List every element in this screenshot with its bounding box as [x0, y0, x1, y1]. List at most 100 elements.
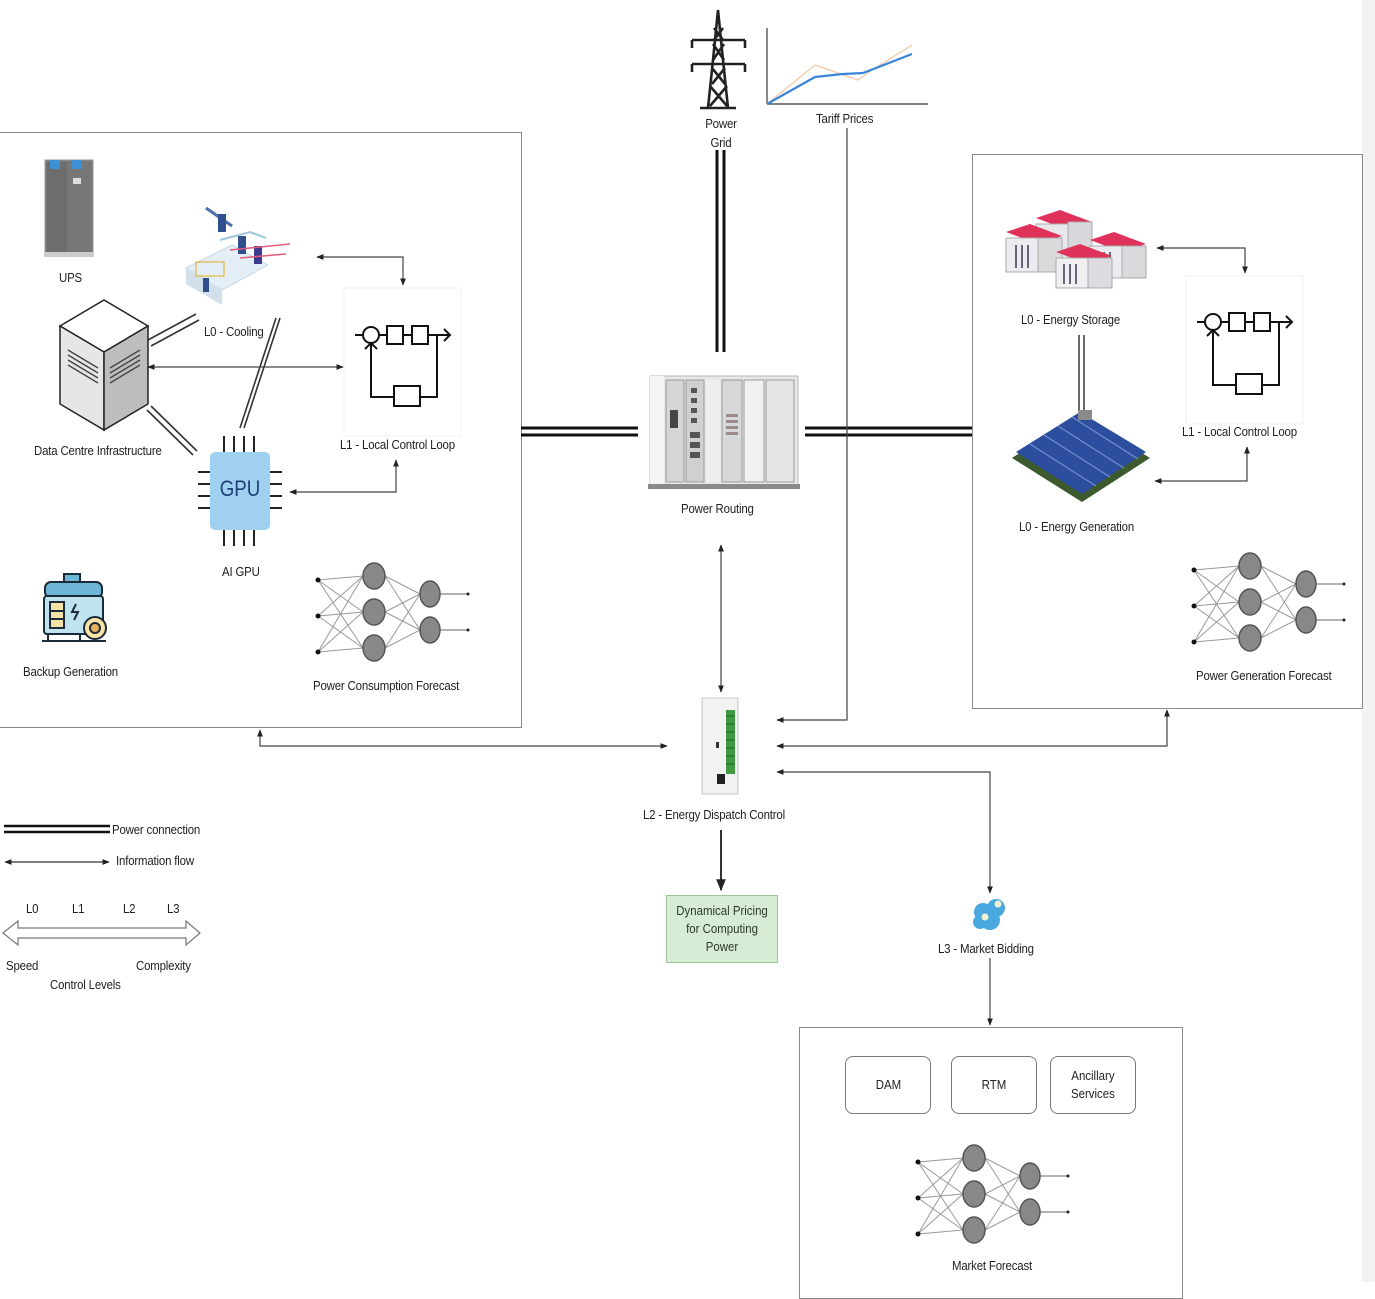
legend-control-levels-arrow — [2, 919, 201, 947]
hidden-node — [962, 1216, 986, 1244]
market-forecast-label: Market Forecast — [952, 1258, 1033, 1273]
local-control-loop-label-right: L1 - Local Control Loop — [1182, 424, 1297, 439]
energy-storage-label: L0 - Energy Storage — [1021, 312, 1121, 327]
input-node — [915, 1231, 921, 1237]
power-connection-grid-routing — [715, 150, 726, 352]
legend-power-connection-sample — [4, 824, 110, 834]
output-node — [1295, 606, 1317, 634]
input-node — [915, 1195, 921, 1201]
market-bidding-cloud-icon — [973, 899, 1005, 930]
generation-panel — [972, 154, 1363, 709]
gpu-chip-text: GPU — [219, 476, 261, 501]
legend-level-l1: L1 — [72, 901, 85, 916]
pricing-line1: Dynamical Pricing — [676, 903, 768, 918]
input-node — [315, 613, 321, 619]
infrastructure-label: Data Centre Infrastructure — [34, 443, 162, 458]
hidden-node — [362, 634, 386, 662]
hidden-node — [1238, 552, 1262, 580]
energy-storage-icon — [1005, 210, 1147, 289]
market-bidding-label: L3 - Market Bidding — [938, 941, 1034, 956]
legend-information-flow-label: Information flow — [116, 853, 194, 868]
power-connection-infra-cooling — [147, 313, 200, 347]
info-flow-generation-dispatch — [776, 709, 1170, 749]
info-flow-gpu-loop — [289, 459, 399, 495]
tariff-prices-label: Tariff Prices — [816, 111, 874, 126]
power-connection-routing-generation — [805, 426, 972, 437]
power-routing-switchgear-icon — [648, 375, 800, 489]
rtm-label: RTM — [981, 1077, 1007, 1092]
hidden-node — [962, 1180, 986, 1208]
solar-field-icon — [1012, 410, 1150, 502]
local-control-loop-diagram-right — [1185, 275, 1304, 425]
ai-gpu-label: AI GPU — [222, 564, 260, 579]
backup-generation-label: Backup Generation — [23, 664, 118, 679]
hidden-node — [362, 598, 386, 626]
legend-complexity-label: Complexity — [136, 958, 191, 973]
legend-level-l2: L2 — [123, 901, 136, 916]
output-node — [1019, 1198, 1041, 1226]
energy-dispatch-controller-icon — [701, 697, 739, 795]
info-flow-cooling-loop — [316, 254, 406, 286]
ups-label: UPS — [59, 270, 83, 285]
legend-speed-label: Speed — [6, 958, 39, 973]
legend-power-connection-label: Power connection — [112, 822, 201, 837]
power-connection-datacentre-routing — [521, 426, 638, 437]
legend-level-l3: L3 — [167, 901, 180, 916]
dynamical-pricing-box[interactable]: Dynamical Pricing for Computing Power — [666, 895, 778, 963]
ups-icon — [44, 159, 94, 257]
rtm-box[interactable]: RTM — [951, 1056, 1037, 1114]
data-centre-server-icon — [58, 299, 150, 432]
output-node — [1019, 1162, 1041, 1190]
energy-dispatch-control-label: L2 - Energy Dispatch Control — [643, 807, 785, 822]
data-centre-panel — [0, 132, 522, 728]
output-node — [1295, 570, 1317, 598]
input-node — [1191, 567, 1197, 573]
cooling-label: L0 - Cooling — [204, 324, 264, 339]
gpu-chip-icon — [198, 436, 282, 546]
backup-generator-icon — [42, 573, 107, 642]
ancillary-line1: Ancillary — [1071, 1068, 1115, 1083]
dam-box[interactable]: DAM — [845, 1056, 931, 1114]
cooling-system-icon — [184, 206, 291, 305]
power-grid-label-line2: Grid — [710, 135, 732, 150]
power-connection-cooling-gpu — [239, 317, 281, 429]
ancillary-services-box[interactable]: Ancillary Services — [1050, 1056, 1136, 1114]
input-node — [915, 1159, 921, 1165]
power-consumption-forecast-label: Power Consumption Forecast — [313, 678, 460, 693]
ancillary-line2: Services — [1071, 1086, 1115, 1101]
power-grid-pylon-icon — [690, 9, 747, 110]
dam-label: DAM — [875, 1077, 901, 1092]
output-node — [419, 616, 441, 644]
power-consumption-forecast-network — [315, 562, 470, 662]
hidden-node — [962, 1144, 986, 1172]
power-connection-infra-gpu — [146, 405, 198, 456]
tariff-chart-icon — [766, 28, 928, 105]
input-node — [315, 577, 321, 583]
pricing-line3: Power — [705, 939, 739, 954]
input-node — [315, 649, 321, 655]
legend-control-levels-label: Control Levels — [50, 977, 121, 992]
info-flow-storage-loop — [1156, 245, 1248, 274]
hidden-node — [1238, 588, 1262, 616]
hidden-node — [362, 562, 386, 590]
scrollbar-gutter[interactable] — [1362, 0, 1375, 1282]
energy-generation-label: L0 - Energy Generation — [1019, 519, 1135, 534]
info-flow-market-dispatch — [776, 769, 993, 894]
power-connection-storage-generation — [1078, 335, 1085, 412]
market-forecast-network — [915, 1144, 1070, 1244]
local-control-loop-label-left: L1 - Local Control Loop — [340, 437, 455, 452]
info-flow-generation-loop — [1154, 446, 1250, 484]
power-routing-label: Power Routing — [681, 501, 754, 516]
power-generation-forecast-network — [1191, 552, 1346, 652]
power-grid-label: Power Grid — [700, 114, 742, 152]
pricing-line2: for Computing — [686, 921, 758, 936]
power-generation-forecast-label: Power Generation Forecast — [1196, 668, 1332, 683]
output-node — [419, 580, 441, 608]
input-node — [1191, 603, 1197, 609]
input-node — [1191, 639, 1197, 645]
power-grid-label-line1: Power — [705, 116, 737, 131]
hidden-node — [1238, 624, 1262, 652]
